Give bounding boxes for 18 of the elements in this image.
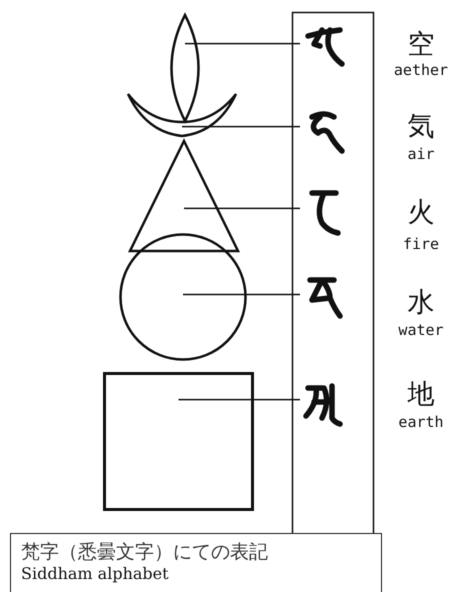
leader-line [184, 208, 300, 210]
leader-line [183, 294, 300, 296]
caption-text: 梵字（悉曇文字）にての表記 [21, 540, 269, 564]
element-name: aether [392, 62, 450, 79]
element-kanji: 空 [406, 30, 436, 60]
element-kanji: 水 [406, 288, 436, 318]
element-name: water [397, 322, 445, 339]
leader-line [178, 398, 300, 400]
element-name: earth [397, 414, 445, 431]
leader-line [182, 126, 300, 128]
leader-line [185, 42, 300, 44]
element-kanji: 火 [406, 198, 436, 228]
element-kanji: 気 [406, 112, 436, 142]
caption-subtitle: Siddham alphabet [21, 564, 170, 584]
element-kanji: 地 [406, 380, 436, 410]
element-name: air [406, 146, 436, 163]
element-name: fire [402, 236, 440, 253]
caption-box [10, 533, 382, 592]
